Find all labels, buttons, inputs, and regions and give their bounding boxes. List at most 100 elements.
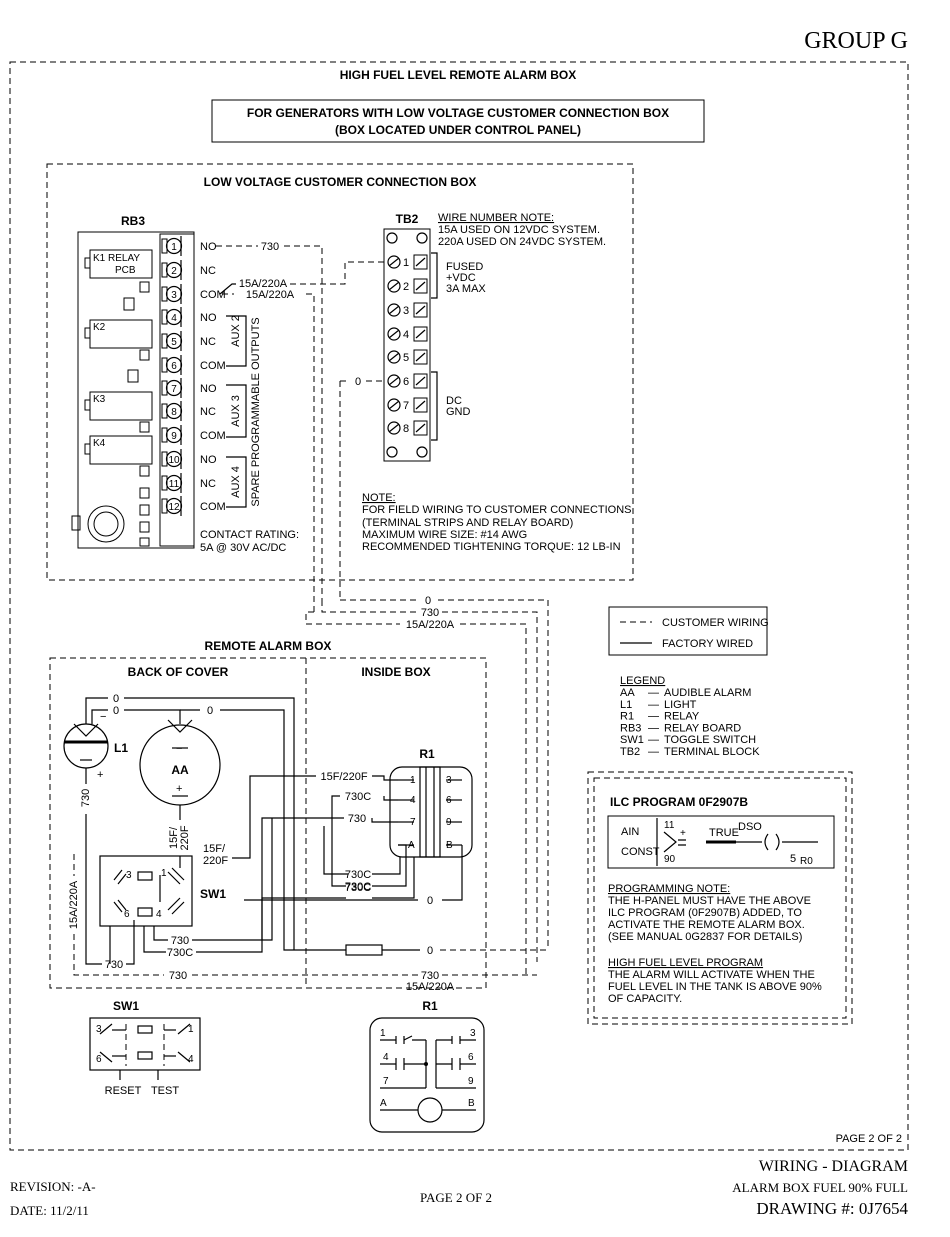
svg-text:WIRE NUMBER NOTE:: WIRE NUMBER NOTE: [438, 212, 554, 224]
svg-text:90: 90 [664, 854, 676, 865]
svg-text:B: B [446, 840, 453, 851]
svg-text:PROGRAMMING NOTE:: PROGRAMMING NOTE: [608, 883, 730, 895]
lvccb-title: LOW VOLTAGE CUSTOMER CONNECTION BOX [204, 175, 477, 189]
svg-text:0: 0 [427, 895, 433, 907]
svg-text:2: 2 [171, 266, 177, 277]
svg-text:730C: 730C [345, 869, 371, 881]
remote-alarm-frame [49, 657, 487, 989]
back-of-cover-label: BACK OF COVER [128, 665, 229, 679]
legend-item: RB3—RELAY BOARD [620, 722, 741, 734]
svg-text:ACTIVATE THE REMOTE ALARM BOX.: ACTIVATE THE REMOTE ALARM BOX. [608, 919, 805, 931]
wiring-diagram-label: WIRING - DIAGRAM [759, 1158, 908, 1175]
svg-text:+: + [680, 828, 686, 839]
svg-text:4: 4 [156, 909, 162, 920]
drawing-number: DRAWING #: 0J7654 [756, 1199, 908, 1218]
svg-text:AA: AA [620, 687, 635, 699]
aux2-label: AUX 2 [230, 315, 242, 347]
svg-text:(SEE MANUAL 0G2837 FOR DETAILS: (SEE MANUAL 0G2837 FOR DETAILS) [608, 931, 802, 943]
svg-text:AA: AA [171, 763, 189, 777]
svg-text:+: + [176, 783, 182, 795]
svg-text:RELAY: RELAY [664, 711, 700, 723]
alarm-box-label: ALARM BOX FUEL 90% FULL [732, 1180, 908, 1195]
svg-text:220F: 220F [179, 825, 191, 850]
customer-wiring-label: CUSTOMER WIRING [662, 617, 769, 629]
svg-text:B: B [468, 1098, 475, 1109]
rb3-small-components [123, 281, 150, 547]
rb3-terminal-label: COM [200, 289, 226, 301]
r1-detail-title: R1 [422, 999, 438, 1013]
fused-bracket [431, 252, 438, 299]
rb3-terminal-label: NO [200, 454, 217, 466]
svg-text:—: — [648, 746, 659, 758]
remote-wiring: 0 0 0 0 730 730 15A/220A 730 730 15F/ 22… [68, 693, 548, 993]
svg-text:TERMINAL BLOCK: TERMINAL BLOCK [664, 746, 760, 758]
svg-text:8: 8 [403, 423, 409, 435]
svg-text:MAXIMUM WIRE SIZE: #14 AWG: MAXIMUM WIRE SIZE: #14 AWG [362, 529, 527, 541]
inside-box-label: INSIDE BOX [361, 665, 430, 679]
rb3-terminal-label: NO [200, 241, 217, 253]
svg-text:RECOMMENDED TIGHTENING TORQUE:: RECOMMENDED TIGHTENING TORQUE: 12 LB-IN [362, 541, 621, 553]
tb2-terminal: 2 [387, 278, 428, 294]
svg-text:15F/: 15F/ [168, 826, 180, 849]
svg-text:FUEL LEVEL IN THE TANK IS ABOV: FUEL LEVEL IN THE TANK IS ABOVE 90% [608, 981, 822, 993]
ilc-frame-outer [587, 771, 853, 1025]
svg-text:220A USED ON 24VDC SYSTEM.: 220A USED ON 24VDC SYSTEM. [438, 236, 606, 248]
svg-text:730C: 730C [345, 882, 371, 894]
tb2-terminal: 1 [387, 254, 428, 270]
remote-alarm-title: REMOTE ALARM BOX [205, 639, 332, 653]
svg-text:L1: L1 [114, 741, 128, 755]
main-title: HIGH FUEL LEVEL REMOTE ALARM BOX [340, 68, 576, 82]
test-label: TEST [151, 1085, 179, 1097]
svg-text:4: 4 [188, 1054, 194, 1065]
fused-line1: FUSED [446, 261, 483, 273]
svg-text:3: 3 [126, 870, 132, 881]
svg-text:4: 4 [171, 313, 177, 324]
rb3-terminal-strip [159, 233, 195, 547]
svg-text:15A/220A: 15A/220A [68, 880, 80, 929]
svg-text:0: 0 [355, 376, 361, 388]
svg-text:R1: R1 [419, 747, 435, 761]
rb3-terminal: 10 NO [161, 449, 217, 469]
contact-rating-line2: 5A @ 30V AC/DC [200, 542, 286, 554]
svg-text:OF CAPACITY.: OF CAPACITY. [608, 993, 682, 1005]
svg-text:TOGGLE SWITCH: TOGGLE SWITCH [664, 734, 756, 746]
tb2-terminal: 3 [387, 302, 428, 318]
svg-text:10: 10 [168, 455, 180, 466]
svg-text:K3: K3 [93, 394, 106, 405]
r1-detail: 1 3 4 6 7 9 A B [369, 1017, 485, 1133]
sw1-detail: 3 1 6 4 [89, 1017, 201, 1080]
aa-audible-alarm: AA + − [139, 719, 221, 806]
aux3-label: AUX 3 [230, 395, 242, 427]
svg-text:730: 730 [80, 789, 92, 807]
svg-text:8: 8 [171, 407, 177, 418]
svg-text:AIN: AIN [621, 826, 639, 838]
svg-text:15A/220A: 15A/220A [246, 289, 295, 301]
dc-label: DC [446, 395, 462, 407]
svg-text:15F/: 15F/ [203, 843, 226, 855]
svg-text:730: 730 [348, 813, 366, 825]
svg-text:DSO: DSO [738, 821, 762, 833]
rb3-terminal-label: COM [200, 360, 226, 372]
svg-text:HIGH FUEL LEVEL PROGRAM: HIGH FUEL LEVEL PROGRAM [608, 957, 763, 969]
svg-text:CONST: CONST [621, 846, 660, 858]
svg-text:THE ALARM WILL ACTIVATE WHEN T: THE ALARM WILL ACTIVATE WHEN THE [608, 969, 815, 981]
sw1-detail-title: SW1 [113, 999, 139, 1013]
tb2-terminal: 4 [387, 326, 428, 342]
rb3-terminal-label: NO [200, 383, 217, 395]
legend-list: AA—AUDIBLE ALARML1—LIGHTR1—RELAYRB3—RELA… [620, 687, 760, 758]
aux4-label: AUX 4 [230, 466, 242, 498]
svg-text:5: 5 [171, 337, 177, 348]
svg-text:K1 RELAY: K1 RELAY [93, 253, 140, 264]
fused-line3: 3A MAX [446, 283, 486, 295]
high-fuel-level-note: HIGH FUEL LEVEL PROGRAM THE ALARM WILL A… [608, 957, 822, 1005]
svg-text:15A USED ON 12VDC SYSTEM.: 15A USED ON 12VDC SYSTEM. [438, 224, 600, 236]
ilc-title: ILC PROGRAM 0F2907B [610, 795, 748, 809]
